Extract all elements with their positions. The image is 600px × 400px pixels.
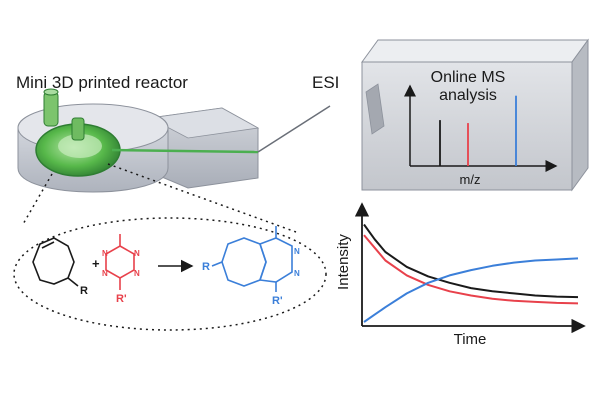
- tetrazine-reactant: N N N N R': [102, 234, 140, 305]
- ms-title-line2: analysis: [439, 87, 497, 104]
- cyclooctene-ring: [32, 237, 75, 285]
- cyclooctene-double-bond: [41, 241, 55, 249]
- esi-capillary: [257, 105, 331, 153]
- zoom-connector-left: [21, 173, 53, 227]
- kinetics-series: [363, 223, 579, 323]
- reactor: Mini 3D printed reactor: [16, 73, 331, 193]
- reactant1-r-label: R: [80, 285, 88, 297]
- mz-axis-label: m/z: [460, 172, 481, 187]
- reactor-title: Mini 3D printed reactor: [16, 73, 188, 92]
- series-line-red: [363, 234, 579, 305]
- inlet-tube-left: [43, 91, 59, 127]
- reactant2-r-label: R': [116, 293, 127, 305]
- reaction-scheme: R + N N N N R' N N R R': [13, 217, 327, 331]
- product-left-bond: [211, 261, 223, 267]
- esi-label: ESI: [312, 73, 339, 92]
- ms-box-front: [361, 61, 573, 191]
- ms-box-top: [361, 39, 589, 63]
- plus-sign: +: [92, 256, 100, 271]
- reactor-arm-top: [148, 107, 260, 139]
- product-n2: N: [294, 269, 300, 278]
- ms-inlet-port: [365, 83, 385, 135]
- pyridazine-product: N N R R': [202, 226, 300, 307]
- time-axis-label: Time: [454, 331, 487, 348]
- product-n1: N: [294, 247, 300, 256]
- series-line-black: [363, 223, 579, 299]
- ms-box-side: [571, 38, 589, 192]
- reaction-chamber-highlight: [58, 134, 102, 158]
- cyclooctene-substituent-bond: [67, 277, 79, 287]
- ms-title-line1: Online MS: [431, 69, 506, 86]
- tetrazine-ring: [105, 245, 135, 279]
- tetrazine-n4: N: [134, 269, 140, 278]
- ms-peaks: [439, 95, 517, 166]
- ms-instrument: Online MS analysis m/z: [361, 38, 589, 192]
- tetrazine-n1: N: [102, 249, 108, 258]
- kinetics-plot: Intensity Time: [335, 202, 586, 348]
- reaction-scheme-ellipse: [13, 217, 327, 331]
- tetrazine-n3: N: [102, 269, 108, 278]
- inlet-tube-left-top: [43, 88, 59, 96]
- product-pyridazine-ring: [258, 237, 293, 283]
- intensity-axis-label: Intensity: [335, 234, 352, 290]
- tetrazine-n2: N: [134, 249, 140, 258]
- cyclooctene-reactant: R: [32, 237, 88, 297]
- product-cyclooctane-ring: [221, 237, 267, 287]
- product-r-prime-label: R': [272, 295, 283, 307]
- series-line-blue: [363, 257, 579, 323]
- outlet-channel: [111, 148, 259, 154]
- product-r-label: R: [202, 261, 210, 273]
- inlet-tube-center: [71, 117, 85, 141]
